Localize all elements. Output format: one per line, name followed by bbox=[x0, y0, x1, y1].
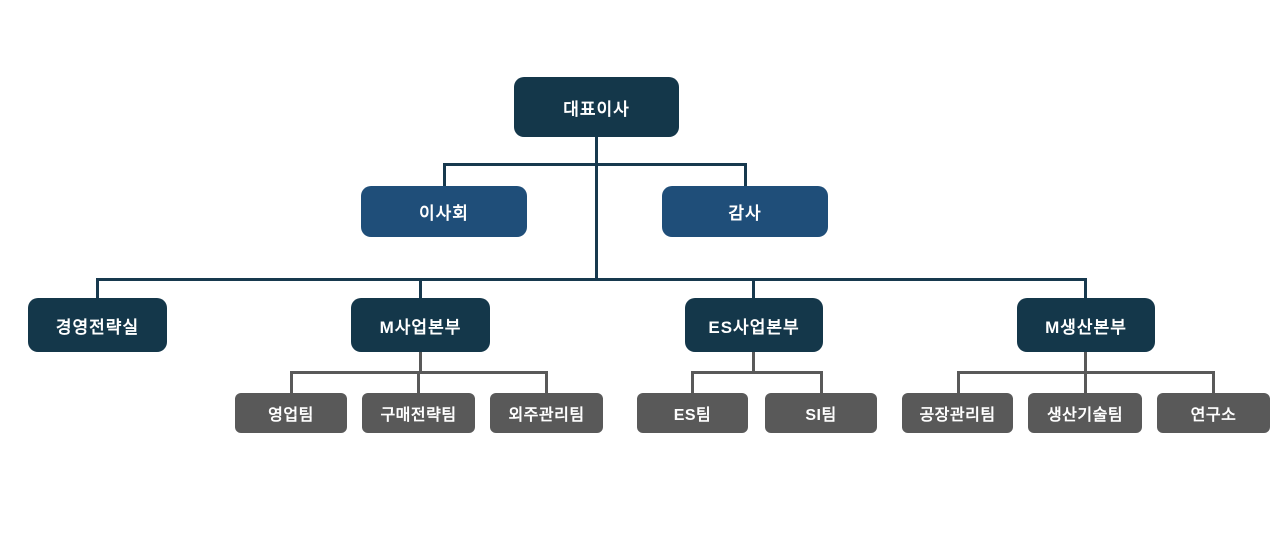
node-es-team: ES팀 bbox=[637, 393, 748, 433]
connector-ceo-trunk bbox=[595, 137, 598, 281]
connector-drop-si-team bbox=[820, 371, 823, 393]
connector-drop-es-team bbox=[691, 371, 694, 393]
node-purchasing-strategy-team: 구매전략팀 bbox=[362, 393, 475, 433]
connector-drop-es-business bbox=[752, 278, 755, 298]
node-research-institute: 연구소 bbox=[1157, 393, 1270, 433]
connector-es-business-stem bbox=[752, 352, 755, 374]
connector-drop-strategy-office bbox=[96, 278, 99, 298]
node-m-production-division: M생산본부 bbox=[1017, 298, 1155, 352]
connector-drop-research-institute bbox=[1212, 371, 1215, 393]
connector-drop-m-production bbox=[1084, 278, 1087, 298]
connector-drop-production-tech-team bbox=[1084, 371, 1087, 393]
connector-level3-horizontal bbox=[96, 278, 1087, 281]
connector-drop-auditor bbox=[744, 163, 747, 186]
node-factory-mgmt-team: 공장관리팀 bbox=[902, 393, 1013, 433]
connector-es-business-horizontal bbox=[691, 371, 823, 374]
node-sales-team: 영업팀 bbox=[235, 393, 347, 433]
node-strategy-office: 경영전략실 bbox=[28, 298, 167, 352]
connector-drop-factory-team bbox=[957, 371, 960, 393]
node-auditor: 감사 bbox=[662, 186, 828, 237]
connector-level2-horizontal bbox=[443, 163, 747, 166]
connector-m-production-stem bbox=[1084, 352, 1087, 374]
connector-drop-m-business bbox=[419, 278, 422, 298]
connector-drop-board bbox=[443, 163, 446, 186]
node-board: 이사회 bbox=[361, 186, 527, 237]
node-ceo: 대표이사 bbox=[514, 77, 679, 137]
connector-drop-sales-team bbox=[290, 371, 293, 393]
node-production-tech-team: 생산기술팀 bbox=[1028, 393, 1142, 433]
node-outsourcing-mgmt-team: 외주관리팀 bbox=[490, 393, 603, 433]
connector-drop-purchasing-team bbox=[417, 371, 420, 393]
node-es-business-division: ES사업본부 bbox=[685, 298, 823, 352]
node-si-team: SI팀 bbox=[765, 393, 877, 433]
connector-drop-outsourcing-team bbox=[545, 371, 548, 393]
connector-m-business-stem bbox=[419, 352, 422, 374]
node-m-business-division: M사업본부 bbox=[351, 298, 490, 352]
